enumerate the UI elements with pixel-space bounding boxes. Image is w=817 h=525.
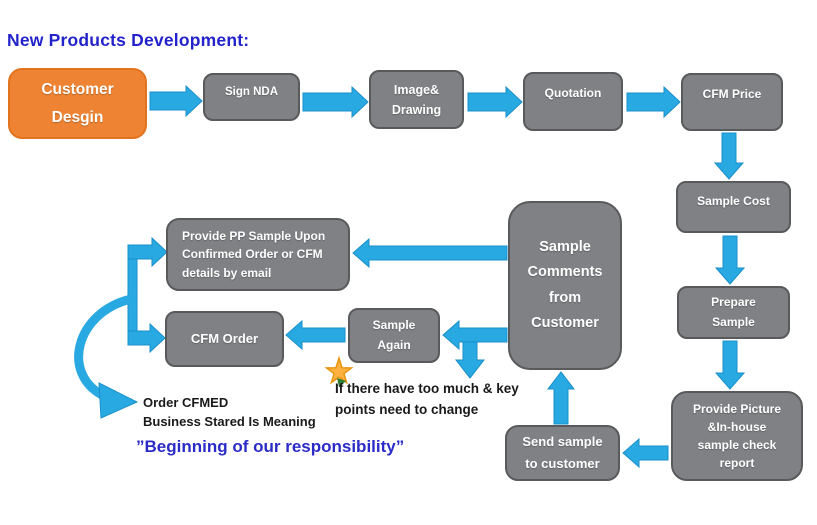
- arrow-customer-to-signnda-icon: [149, 84, 203, 118]
- node-cfm-order: CFM Order: [165, 311, 284, 367]
- arrow-samplecomments-to-sampleagain-icon: [442, 319, 508, 351]
- node-customer-design: Customer Desgin: [8, 68, 147, 139]
- arrow-image-to-quotation-icon: [467, 85, 523, 119]
- arrow-cfmprice-to-samplecost-icon: [713, 132, 745, 180]
- arrow-samplecost-to-preparesample-icon: [714, 235, 746, 285]
- node-send-sample: Send sample to customer: [505, 425, 620, 481]
- condition-note: If there have too much & key points need…: [335, 381, 519, 417]
- arrow-providepicture-to-sendsample-icon: [622, 437, 669, 469]
- node-image-drawing: Image& Drawing: [369, 70, 464, 129]
- node-provide-picture: Provide Picture &In-house sample check r…: [671, 391, 803, 481]
- curved-return-arrowhead-icon: [98, 382, 139, 419]
- arrow-signnda-to-image-icon: [302, 85, 369, 119]
- arrow-sendsample-to-samplecomments-icon: [546, 371, 576, 425]
- star-icon: [324, 355, 354, 385]
- arrow-preparesample-to-providepicture-icon: [714, 340, 746, 390]
- arrow-bracket-to-providepp-icon: [127, 236, 168, 268]
- arrow-samplecomments-to-providepp-icon: [352, 237, 508, 269]
- node-prepare-sample: Prepare Sample: [677, 286, 790, 339]
- order-note: Order CFMED Business Stared Is Meaning: [143, 395, 316, 429]
- node-provide-pp-sample: Provide PP Sample Upon Confirmed Order o…: [166, 218, 350, 291]
- node-quotation: Quotation: [523, 72, 623, 131]
- arrow-quotation-to-cfmprice-icon: [626, 85, 681, 119]
- page-title: New Products Development:: [7, 30, 250, 50]
- node-sample-comments: Sample Comments from Customer: [508, 201, 622, 370]
- node-cfm-price: CFM Price: [681, 73, 783, 131]
- arrow-bracket-to-cfmorder-icon: [127, 322, 166, 354]
- node-sample-again: Sample Again: [348, 308, 440, 363]
- arrow-sampleagain-to-cfmorder-icon: [285, 319, 346, 351]
- node-sign-nda: Sign NDA: [203, 73, 300, 121]
- arrow-branch-to-condition-note-icon: [454, 341, 486, 379]
- responsibility-note: ”Beginning of our responsibility”: [136, 437, 405, 456]
- green-wedge-icon: [337, 378, 346, 387]
- curved-return-arrow-icon: [74, 294, 133, 401]
- node-sample-cost: Sample Cost: [676, 181, 791, 233]
